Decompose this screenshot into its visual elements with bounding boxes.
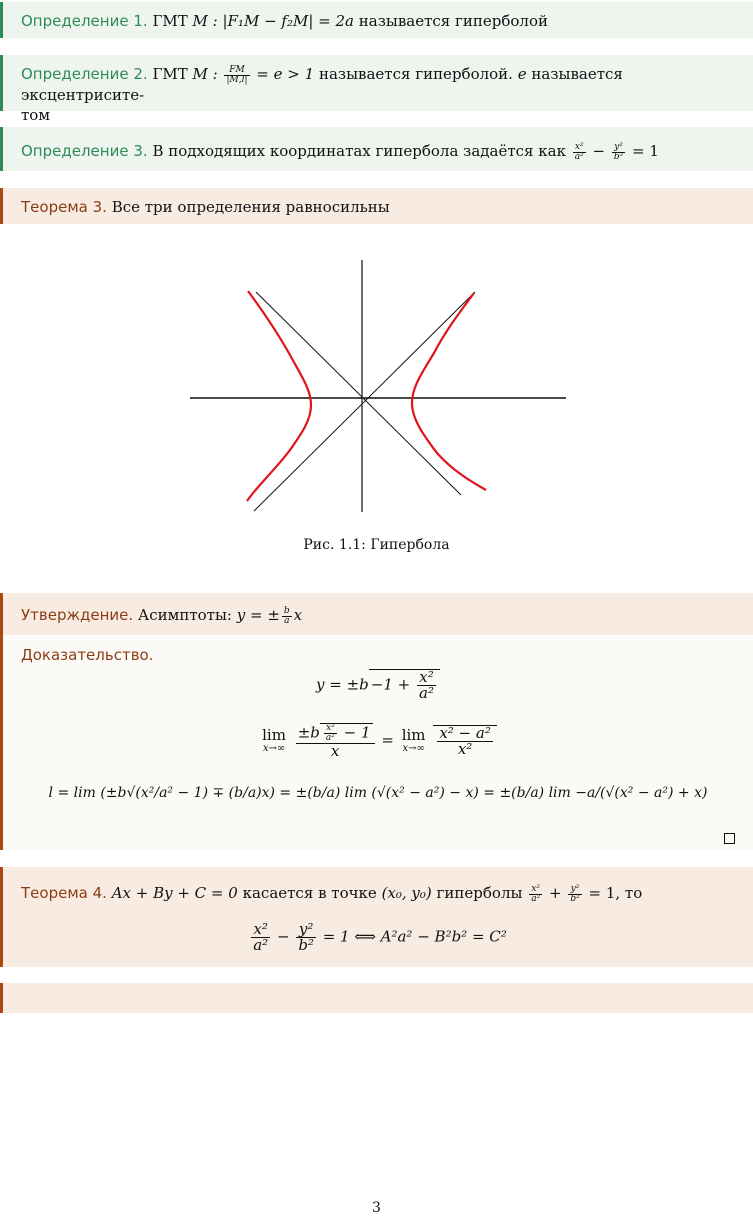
definition-3-text: Определение 3. В подходящих координатах … [21,141,741,162]
proof-heading: Доказательство. [21,646,154,664]
definition-3-eq: = 1 [632,142,659,160]
definition-2-post3: называется эксцентрисите- [21,65,623,104]
theorem-4-box: Теорема 4. Ax + By + C = 0 касается в то… [0,867,753,967]
theorem-4-point: (x₀, y₀) [381,884,432,902]
theorem-3-body: Все три определения равносильны [111,198,390,216]
statement-formula-left: y = ± [236,606,280,624]
definition-3-minus: − [592,142,606,160]
theorem-4-plus: + [548,884,562,902]
definition-2-e: e [517,65,527,83]
empty-theorem-box [0,983,753,1013]
definition-2-formula-right: = e > 1 [256,65,315,83]
hyperbola-figure [190,260,566,512]
asymptote-2 [253,291,476,512]
theorem-4-text: Теорема 4. Ax + By + C = 0 касается в то… [21,883,741,904]
theorem-4-hyp: гиперболы [436,884,523,902]
definition-1-heading: Определение 1. [21,12,148,30]
theorem-3-box: Теорема 3. Все три определения равносиль… [0,188,753,224]
proof-equation-3: l = lim (±b√(x²/a² − 1) ∓ (b/a)x) = ±(b/… [48,785,708,801]
definition-3-heading: Определение 3. [21,142,148,160]
asymptote-1 [255,291,462,496]
theorem-4-line: Ax + By + C = 0 [111,884,238,902]
theorem-3-text: Теорема 3. Все три определения равносиль… [21,197,741,217]
definition-2-pre: ГМТ [152,65,188,83]
theorem-4-mid: касается в точке [242,884,377,902]
theorem-4-tail: = 1, то [588,884,643,902]
statement-body: Асимптоты: [137,606,232,624]
definition-1-formula: M : |F₁M − f₂M| = 2a [192,12,354,30]
definition-1-text: Определение 1. ГМТ M : |F₁M − f₂M| = 2a … [21,11,741,31]
definition-1-box: Определение 1. ГМТ M : |F₁M − f₂M| = 2a … [0,2,753,38]
definition-3-box: Определение 3. В подходящих координатах … [0,127,753,171]
definition-2-box: Определение 2. ГМТ M : FM|M,l| = e > 1 н… [0,55,753,124]
definition-1-post: называется гиперболой [358,12,548,30]
definition-2-post4: том [21,105,50,124]
definition-2-heading: Определение 2. [21,65,148,83]
definition-2-fraction: FM|M,l| [224,64,250,85]
theorem-4-heading: Теорема 4. [21,884,107,902]
theorem-3-heading: Теорема 3. [21,198,107,216]
qed-box [724,833,735,844]
proof-heading-line: Доказательство. [21,645,741,665]
page-number: 3 [372,1200,381,1216]
statement-heading: Утверждение. [21,606,134,624]
hyperbola-right-branch [410,292,487,491]
statement-formula-right: x [293,606,303,624]
definition-3-pre: В подходящих координатах гипербола задаё… [152,142,566,160]
definition-2-post: называется гиперболой. [318,65,513,83]
definition-1-pre: ГМТ [152,12,188,30]
figure-caption: Рис. 1.1: Гипербола [303,537,450,553]
hyperbola-left-branch [246,290,313,502]
definition-2-formula-left: M : [192,65,218,83]
definition-2-text: Определение 2. ГМТ M : FM|M,l| = e > 1 н… [21,64,741,125]
